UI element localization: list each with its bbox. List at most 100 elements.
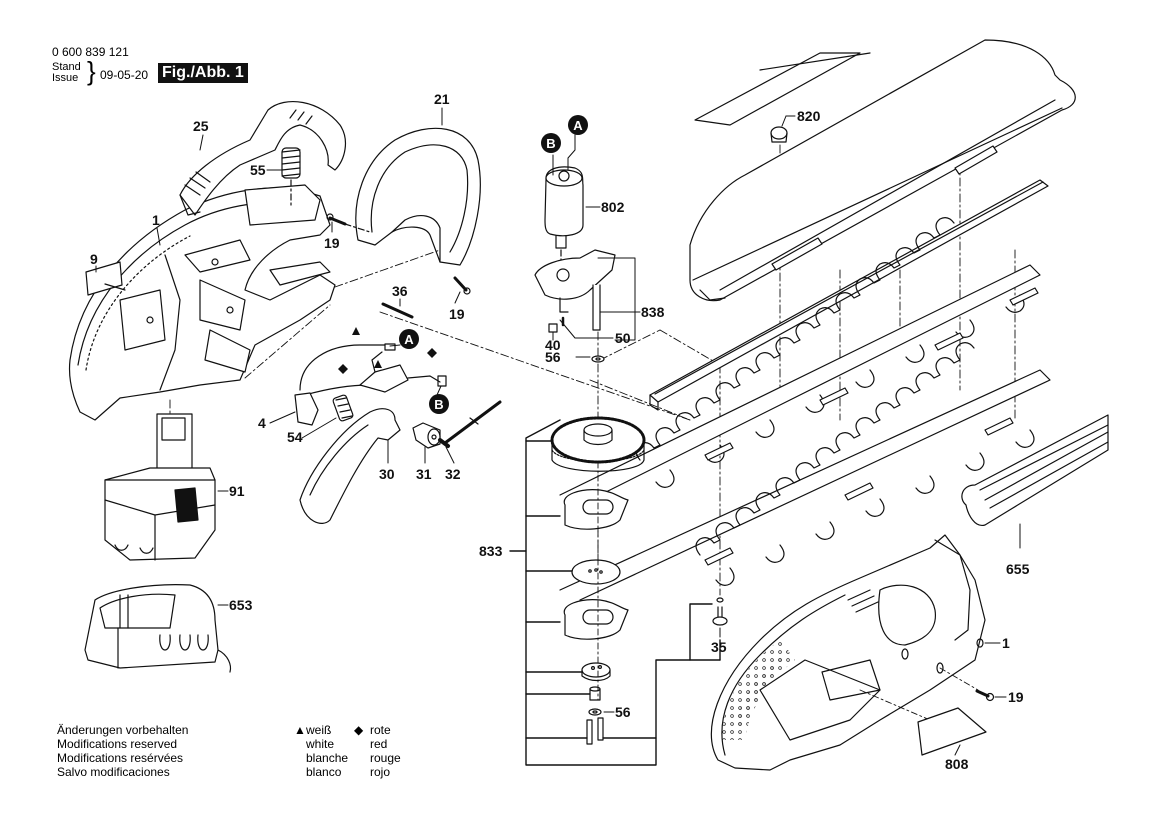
housing-left-half bbox=[68, 184, 336, 421]
note-fr: Modifications resérvées bbox=[57, 751, 184, 765]
bracket-833 bbox=[509, 419, 721, 766]
part-labels: 1 9 25 55 21 19 19 36 4 54 30 31 32 91 6… bbox=[90, 91, 1030, 772]
label-55: 55 bbox=[250, 162, 266, 178]
nut-40 bbox=[548, 323, 558, 333]
legend-red-de: rote bbox=[370, 723, 391, 737]
motor-802 bbox=[544, 166, 584, 266]
modifications-notice: Änderungen vorbehalten Modifications res… bbox=[57, 723, 188, 779]
legend-white-fr: blanche bbox=[306, 751, 349, 765]
label-sticker-808 bbox=[917, 707, 987, 756]
triangle-marker-white-icon bbox=[374, 360, 382, 368]
label-56-b: 56 bbox=[615, 704, 631, 720]
label-838: 838 bbox=[641, 304, 665, 320]
protective-strip bbox=[694, 52, 871, 126]
legend-red-fr: rouge bbox=[370, 751, 401, 765]
pin-36 bbox=[381, 302, 414, 319]
charger-653 bbox=[84, 584, 232, 673]
legend-red-en: red bbox=[370, 737, 388, 751]
washer-56-a bbox=[591, 355, 605, 363]
battery-91 bbox=[104, 413, 216, 561]
legend-white-es: blanco bbox=[306, 765, 342, 779]
diamond-icon: ◆ bbox=[354, 723, 364, 737]
bushing bbox=[589, 686, 601, 701]
callout-a-left: A bbox=[399, 329, 419, 349]
label-19-c: 19 bbox=[1008, 689, 1024, 705]
blade-guard bbox=[689, 39, 1076, 302]
note-de: Änderungen vorbehalten bbox=[57, 723, 189, 737]
label-25: 25 bbox=[193, 118, 209, 134]
screw-19-b bbox=[453, 276, 471, 295]
wire-markers bbox=[338, 327, 437, 374]
motor-bracket-838 bbox=[534, 249, 616, 331]
part-number: 0 600 839 121 bbox=[52, 45, 129, 59]
blade-upper bbox=[559, 217, 1041, 506]
issue-label: Issue bbox=[52, 72, 79, 84]
callout-b-motor: B bbox=[541, 133, 561, 153]
stand-issue-label: Stand Issue bbox=[52, 62, 81, 84]
blade-rail bbox=[649, 179, 1049, 411]
figure-label: Fig./Abb. 1 bbox=[158, 63, 248, 83]
legend-white: weiß white blanche blanco bbox=[306, 723, 348, 779]
front-handle-21 bbox=[355, 127, 481, 266]
screw-19-a bbox=[326, 213, 371, 233]
pins-pair bbox=[586, 717, 604, 745]
label-1-right: 1 bbox=[1002, 635, 1010, 651]
legend-white-en: white bbox=[306, 737, 335, 751]
label-653: 653 bbox=[229, 597, 253, 613]
blade-drive-plate-upper bbox=[563, 489, 629, 530]
housing-right-half bbox=[710, 534, 986, 771]
rear-handle-25 bbox=[179, 101, 347, 216]
brace-icon: } bbox=[87, 56, 96, 86]
blade-lower bbox=[559, 342, 1051, 601]
washer-disc bbox=[571, 559, 621, 585]
label-808: 808 bbox=[945, 756, 969, 772]
stand-label: Stand bbox=[52, 61, 81, 73]
label-820: 820 bbox=[797, 108, 821, 124]
label-19-b: 19 bbox=[449, 306, 465, 322]
label-35: 35 bbox=[711, 639, 727, 655]
washer-56-b bbox=[588, 708, 602, 716]
label-56-a: 56 bbox=[545, 349, 561, 365]
svg-text:A: A bbox=[573, 118, 583, 133]
label-30: 30 bbox=[379, 466, 395, 482]
triangle-icon: ▲ bbox=[294, 723, 306, 737]
screw-19-c bbox=[975, 689, 995, 702]
svg-text:A: A bbox=[404, 332, 414, 347]
knob-820 bbox=[770, 126, 788, 143]
legend-white-symbol: ▲ bbox=[294, 723, 306, 737]
label-50: 50 bbox=[615, 330, 631, 346]
legend-white-de: weiß bbox=[306, 723, 332, 737]
part-32-rod bbox=[438, 400, 502, 448]
spring-54 bbox=[332, 394, 354, 422]
label-19-a: 19 bbox=[324, 235, 340, 251]
callout-b-left: B bbox=[429, 394, 449, 414]
label-9: 9 bbox=[90, 251, 98, 267]
note-es: Salvo modificaciones bbox=[57, 765, 170, 779]
label-4: 4 bbox=[258, 415, 266, 431]
label-31: 31 bbox=[416, 466, 432, 482]
label-21: 21 bbox=[434, 91, 450, 107]
bolt-35 bbox=[712, 597, 728, 626]
callout-a-motor: A bbox=[568, 115, 588, 135]
legend-red-symbol: ◆ bbox=[354, 723, 363, 737]
spring-55 bbox=[281, 147, 301, 206]
diamond-marker-red-icon bbox=[338, 364, 348, 374]
svg-text:B: B bbox=[434, 397, 443, 412]
legend-red: rote red rouge rojo bbox=[370, 723, 401, 779]
svg-text:B: B bbox=[546, 136, 555, 151]
blade-drive-plate-lower bbox=[563, 599, 629, 640]
trigger-30 bbox=[299, 408, 401, 524]
label-40: 40 bbox=[545, 337, 561, 353]
part-31-knob bbox=[412, 422, 441, 449]
switch-wiring-4 bbox=[294, 343, 447, 426]
label-655: 655 bbox=[1006, 561, 1030, 577]
note-en: Modifications reserved bbox=[57, 737, 178, 751]
label-sticker-9 bbox=[85, 261, 126, 296]
gear-wheel bbox=[550, 416, 646, 472]
label-1-left: 1 bbox=[152, 212, 160, 228]
blade-sheath-655 bbox=[961, 414, 1109, 527]
label-91: 91 bbox=[229, 483, 245, 499]
label-54: 54 bbox=[287, 429, 303, 445]
eccentric-disc bbox=[581, 662, 611, 682]
